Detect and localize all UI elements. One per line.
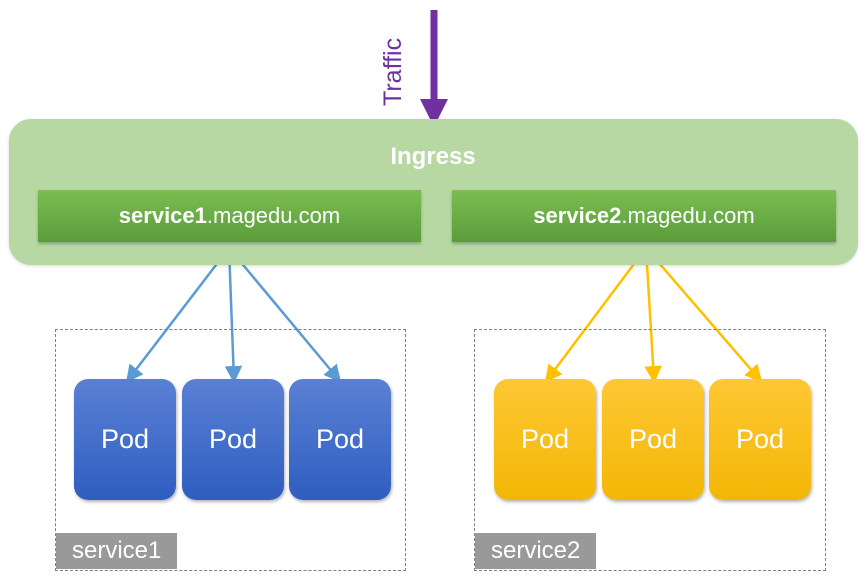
service1-arrow-pod3: [228, 247, 342, 383]
pod: Pod: [289, 379, 391, 500]
service1-label: service1: [56, 533, 178, 569]
service1-arrow-pod1: [125, 247, 230, 383]
service1-host-domain: .magedu.com: [206, 203, 341, 228]
pod: Pod: [494, 379, 596, 500]
service1-host-name: service1: [118, 203, 207, 228]
pod: Pod: [182, 379, 284, 500]
service2-host-domain: .magedu.com: [621, 203, 755, 228]
pod: Pod: [602, 379, 704, 500]
traffic-label: Traffic: [379, 37, 407, 106]
pod: Pod: [74, 379, 176, 500]
service2-host-name: service2: [533, 203, 622, 228]
service2-arrow-pod2: [644, 247, 662, 384]
service2-group: [474, 329, 826, 571]
pod: Pod: [709, 379, 811, 500]
service1-group: [55, 329, 406, 571]
service1-host-rule: service1.magedu.com: [38, 190, 421, 242]
service2-arrow-pod1: [544, 247, 647, 383]
ingress-title: Ingress: [390, 143, 476, 170]
service2-host-rule: service2.magedu.com: [452, 190, 836, 242]
service1-arrow-pod2: [224, 247, 243, 384]
service2-label: service2: [475, 533, 597, 569]
service2-arrow-pod3: [645, 247, 763, 383]
